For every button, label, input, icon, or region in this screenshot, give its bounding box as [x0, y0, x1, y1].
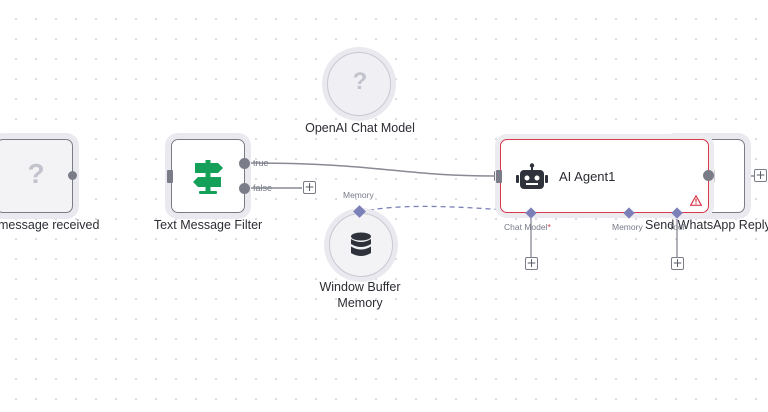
robot-icon: [516, 163, 548, 189]
tool-port-label: Tool: [669, 222, 685, 232]
send-whatsapp-reply-label: Send WhatsApp Reply: [645, 218, 768, 232]
agent-output-handle[interactable]: [703, 170, 714, 181]
filter-input-handle[interactable]: [167, 170, 173, 183]
chat-model-add-button[interactable]: +: [525, 256, 538, 270]
warning-icon[interactable]: [690, 195, 702, 206]
question-icon: ?: [27, 158, 45, 189]
memory-port-label: Memory: [612, 222, 643, 232]
chat-model-port-label: Chat Model*: [504, 222, 551, 232]
filter-false-handle[interactable]: [239, 183, 250, 194]
true-branch-label: true: [253, 158, 269, 168]
ai-agent-node[interactable]: AI Agent1: [500, 139, 709, 213]
memory-label-line1: Window Buffer: [319, 280, 401, 294]
agent-input-handle[interactable]: [496, 170, 502, 183]
connection-true-to-agent[interactable]: [248, 162, 495, 177]
memory-label-line2: Memory: [337, 296, 383, 310]
openai-chat-model-label: OpenAI Chat Model: [305, 121, 415, 135]
false-branch-add-button[interactable]: +: [303, 180, 316, 194]
false-branch-label: false: [253, 183, 273, 193]
window-buffer-memory-node[interactable]: [329, 213, 393, 277]
required-marker: *: [547, 222, 551, 232]
trigger-output-handle[interactable]: [68, 171, 77, 180]
signpost-icon: [193, 160, 223, 194]
filter-label: Text Message Filter: [153, 218, 263, 232]
connection-memory-to-agent[interactable]: [359, 205, 629, 216]
trigger-label: message received: [0, 218, 100, 232]
openai-chat-model-node[interactable]: ?: [327, 52, 391, 116]
filter-true-handle[interactable]: [239, 158, 250, 169]
ai-agent-label: AI Agent1: [559, 169, 616, 184]
memory-output-label: Memory: [343, 190, 374, 200]
trigger-node[interactable]: ?: [0, 139, 73, 213]
database-icon: [351, 232, 371, 256]
agent-output-add-button[interactable]: +: [754, 168, 767, 182]
chat-model-port-text: Chat Model: [504, 222, 548, 232]
question-icon: ?: [352, 68, 368, 95]
text-message-filter-node[interactable]: [171, 139, 245, 213]
tool-add-button[interactable]: +: [671, 256, 684, 270]
